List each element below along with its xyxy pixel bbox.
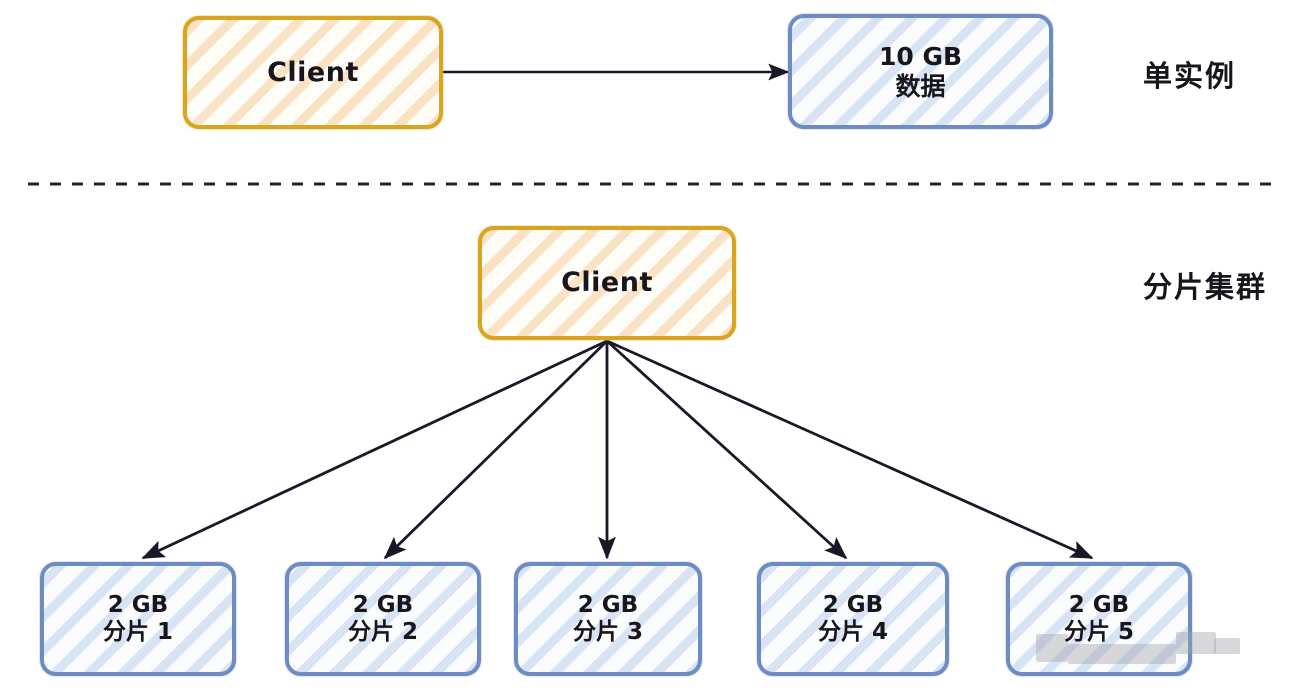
node-shard-3[interactable]: 2 GB 分片 3 [514,562,702,676]
node-label-line-1: 10 GB [878,42,963,71]
caption-sharded-cluster: 分片集群 [1143,270,1268,304]
watermark-block [1214,638,1240,654]
node-shard-1[interactable]: 2 GB 分片 1 [40,562,236,676]
arrow-client-to-shard-5 [606,339,1094,560]
arrow-client-to-shard-4 [606,339,848,560]
shard-size: 2 GB [577,591,639,618]
shard-name: 分片 4 [817,619,888,645]
node-shard-4[interactable]: 2 GB 分片 4 [757,562,949,676]
shard-size: 2 GB [1068,591,1130,618]
shard-name: 分片 2 [347,619,418,645]
node-label-line-2: 数据 [895,71,946,101]
shard-size: 2 GB [822,591,884,618]
caption-single-instance: 单实例 [1143,59,1237,93]
node-client-bottom[interactable]: Client [478,226,736,340]
shard-name: 分片 1 [102,619,173,645]
node-shard-2[interactable]: 2 GB 分片 2 [285,562,481,676]
node-client-top[interactable]: Client [183,16,443,129]
arrow-client-to-shard-2 [383,339,608,560]
shard-size: 2 GB [107,591,169,618]
shard-name: 分片 5 [1063,619,1134,645]
node-data-store[interactable]: 10 GB 数据 [788,14,1053,129]
arrow-client-to-shard-1 [141,339,608,560]
node-label: Client [267,56,359,88]
shard-name: 分片 3 [572,619,643,645]
shard-size: 2 GB [352,591,414,618]
node-label: Client [561,267,653,299]
node-shard-5[interactable]: 2 GB 分片 5 [1006,562,1192,676]
